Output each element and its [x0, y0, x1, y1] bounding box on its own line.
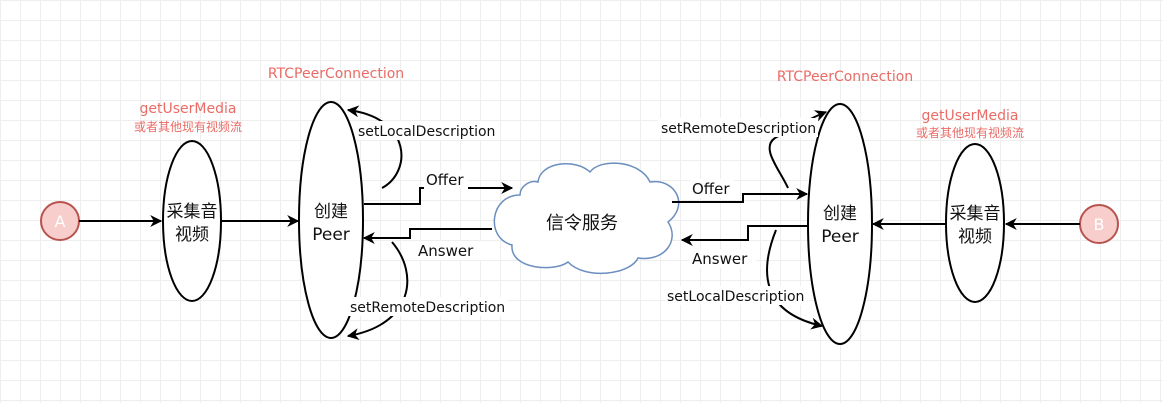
right-peer-node[interactable]: 创建 Peer	[807, 103, 873, 345]
right-offer-label: Offer	[692, 180, 730, 198]
right-offer-bg	[690, 179, 734, 198]
left-rtc-title: RTCPeerConnection	[268, 66, 404, 82]
left-capture-node[interactable]: 采集音 视频	[162, 140, 222, 302]
right-capture-node[interactable]: 采集音 视频	[945, 143, 1005, 303]
left-peer-line1: 创建	[314, 202, 348, 222]
right-answer-bg	[690, 249, 756, 268]
left-media-subtitle: 或者其他现有视频流	[134, 119, 242, 134]
right-set-local-label: setLocalDescription	[667, 289, 804, 305]
left-set-local-bg	[356, 121, 496, 140]
left-set-remote-label: setRemoteDescription	[350, 300, 505, 316]
left-answer-bg	[416, 241, 482, 260]
edge-right-offer	[672, 188, 809, 203]
right-set-remote-bg	[658, 118, 818, 137]
right-capture-line2: 视频	[958, 227, 992, 247]
right-peer-line1: 创建	[823, 204, 857, 224]
left-media-title: getUserMedia	[140, 101, 237, 117]
signaling-label: 信令服务	[546, 213, 618, 234]
left-set-remote-bg	[348, 297, 508, 316]
cloud-shape	[493, 162, 680, 275]
right-answer-label: Answer	[692, 250, 748, 268]
right-set-remote-label: setRemoteDescription	[661, 121, 816, 137]
left-capture-line2: 视频	[175, 225, 209, 245]
right-set-local-bg	[665, 286, 809, 305]
right-peer-ellipse	[807, 103, 873, 345]
right-peer-line2: Peer	[821, 227, 859, 247]
edge-left-answer	[362, 228, 492, 244]
left-peer-line2: Peer	[312, 225, 350, 245]
left-answer-label: Answer	[418, 242, 474, 260]
edge-left-set-local	[346, 105, 403, 189]
left-offer-label: Offer	[426, 171, 464, 189]
signaling-cloud[interactable]: 信令服务	[493, 162, 680, 275]
left-set-local-label: setLocalDescription	[358, 124, 495, 140]
right-rtc-title: RTCPeerConnection	[777, 69, 913, 85]
node-b[interactable]: B	[1079, 204, 1119, 244]
edge-right-answer	[680, 225, 807, 246]
edge-left-offer	[364, 182, 514, 205]
right-media-subtitle: 或者其他现有视频流	[916, 125, 1024, 140]
node-a[interactable]: A	[40, 201, 80, 241]
left-capture-ellipse	[162, 140, 222, 302]
left-offer-bg	[424, 170, 468, 189]
node-b-label: B	[1094, 215, 1105, 234]
right-media-title: getUserMedia	[922, 108, 1019, 124]
right-capture-line1: 采集音	[950, 204, 1001, 224]
left-capture-line1: 采集音	[167, 202, 218, 222]
node-a-label: A	[55, 212, 66, 231]
